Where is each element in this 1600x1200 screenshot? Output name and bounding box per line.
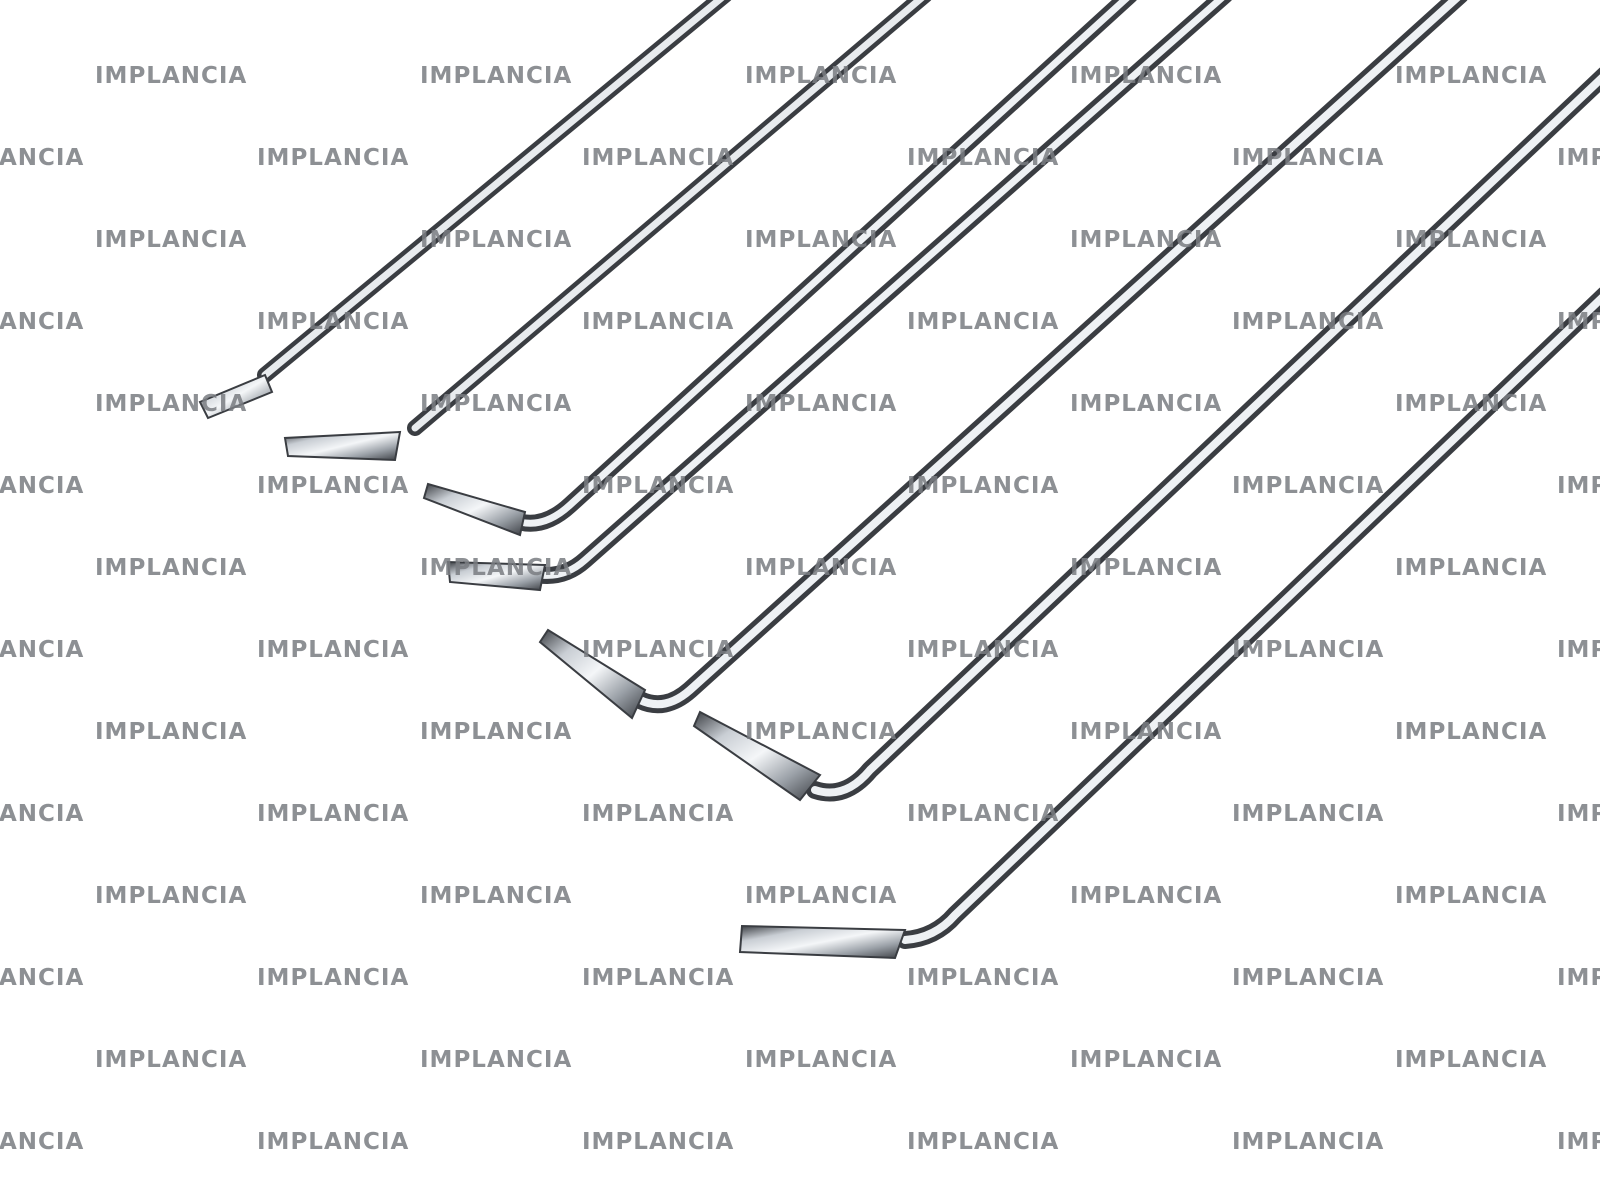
instrument-2 [283, 0, 932, 462]
instrument-3 [422, 0, 1137, 537]
instrument-1 [198, 0, 732, 420]
instrument-6 [692, 67, 1600, 802]
instrument-4 [446, 0, 1232, 592]
instrument-7 [738, 287, 1600, 960]
instrument-5 [538, 0, 1468, 720]
